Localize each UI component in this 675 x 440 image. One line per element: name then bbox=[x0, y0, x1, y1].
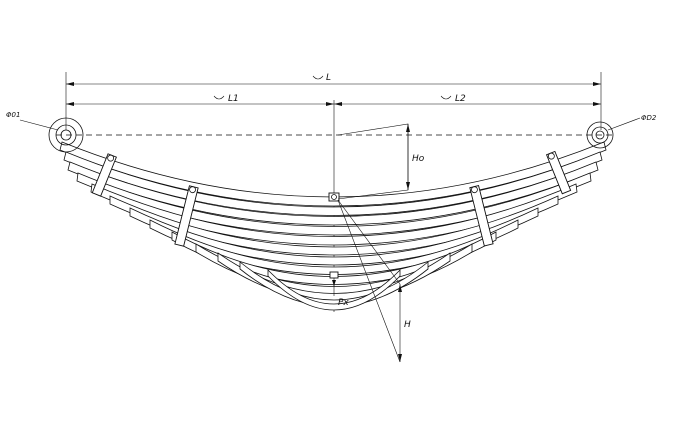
total-length-label: L bbox=[326, 73, 331, 83]
leaf-6 bbox=[109, 195, 559, 256]
left-eye: Φ01 bbox=[6, 111, 84, 153]
clamp-left-inner bbox=[174, 185, 199, 247]
load-label: Px bbox=[338, 298, 349, 308]
left-length-label: L1 bbox=[228, 94, 239, 104]
leaf-3 bbox=[67, 161, 599, 226]
leaf-13 bbox=[267, 269, 401, 311]
free-height-dimension: Ho bbox=[337, 123, 425, 200]
leaf-12 bbox=[239, 261, 429, 307]
leaf-5 bbox=[90, 183, 578, 246]
spring-leaves bbox=[59, 141, 607, 311]
right-eye: ΦD2 bbox=[586, 114, 657, 149]
right-length-label: L2 bbox=[455, 94, 466, 104]
clamp-right-inner bbox=[469, 185, 494, 247]
dimension-right-length: L2 bbox=[334, 94, 601, 106]
clamp-right-outer bbox=[545, 150, 572, 195]
dimension-total-length: L bbox=[65, 72, 602, 130]
leaf-4 bbox=[76, 172, 592, 236]
leaf-2 bbox=[63, 151, 603, 216]
loaded-height-dimension: H Px bbox=[332, 199, 411, 363]
loaded-height-label: H bbox=[404, 320, 411, 330]
free-height-label: Ho bbox=[412, 154, 425, 164]
left-eye-label: Φ01 bbox=[6, 111, 20, 119]
clamp-left-outer bbox=[91, 153, 117, 197]
right-eye-label: ΦD2 bbox=[641, 114, 657, 122]
dimension-left-length: L1 bbox=[66, 94, 334, 106]
